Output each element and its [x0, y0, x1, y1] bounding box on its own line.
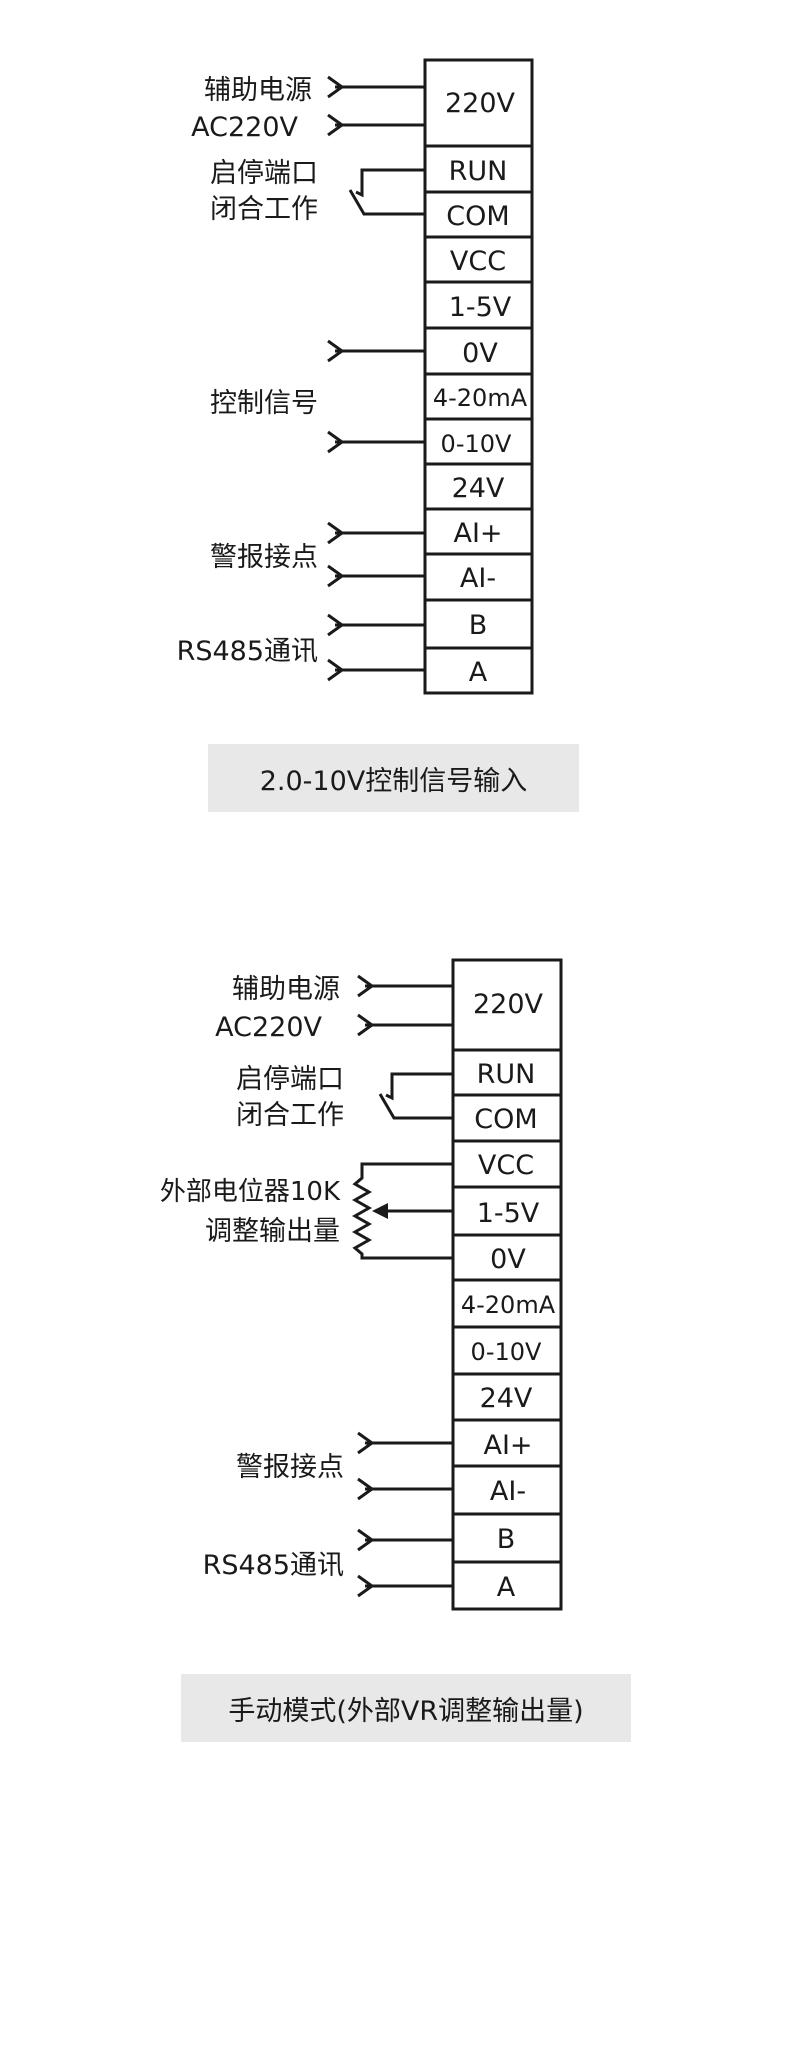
rs485-label: RS485通讯 — [203, 1550, 344, 1581]
chevron-icon — [327, 564, 345, 588]
terminal-label: 0V — [462, 338, 498, 369]
potentiometer-symbol — [351, 1162, 453, 1260]
terminal-label: A — [469, 657, 488, 688]
terminal-label: 4-20mA — [461, 1291, 556, 1319]
diagram1 — [327, 58, 534, 695]
terminal-label: AI- — [460, 563, 496, 594]
terminal-label: 24V — [480, 1383, 533, 1414]
terminal-label: VCC — [450, 246, 506, 277]
terminal-label: A — [497, 1572, 516, 1603]
terminal-label: 220V — [473, 989, 544, 1020]
chevron-icon — [357, 1528, 375, 1552]
start-stop-label: 启停端口 — [210, 158, 318, 189]
switch-symbol — [355, 168, 425, 198]
terminal-label: 24V — [452, 473, 505, 504]
alarm-contact-label: 警报接点 — [236, 1452, 344, 1483]
start-stop-label-2: 闭合工作 — [236, 1100, 344, 1131]
terminal-label: 0V — [490, 1244, 526, 1275]
chevron-icon — [357, 1477, 375, 1501]
terminal-label: 0-10V — [471, 1338, 542, 1366]
terminal-label: VCC — [478, 1150, 534, 1181]
chevron-icon — [327, 613, 345, 637]
chevron-icon — [327, 521, 345, 545]
terminal-label: RUN — [477, 1059, 536, 1090]
terminal-label: B — [469, 610, 488, 641]
aux-power-voltage-label: AC220V — [191, 112, 298, 143]
terminal-label: 220V — [445, 88, 516, 119]
chevron-icon — [357, 1431, 375, 1455]
potentiometer-label-2: 调整输出量 — [205, 1216, 340, 1247]
caption-manual-mode: 手动模式(外部VR调整输出量) — [181, 1674, 631, 1742]
aux-power-label: 辅助电源 — [232, 974, 340, 1005]
terminal-label: AI+ — [483, 1430, 532, 1461]
chevron-icon — [327, 339, 345, 363]
switch-symbol-2 — [378, 1093, 453, 1120]
terminal-label: AI+ — [453, 518, 502, 549]
rs485-label: RS485通讯 — [177, 636, 318, 667]
switch-symbol — [385, 1072, 453, 1101]
terminal-label: B — [497, 1524, 516, 1555]
terminal-label: 0-10V — [441, 430, 512, 458]
terminal-label: 1-5V — [449, 292, 512, 323]
alarm-contact-label: 警报接点 — [210, 542, 318, 573]
terminal-label: COM — [474, 1104, 537, 1135]
terminal-block — [423, 58, 534, 695]
control-signal-label: 控制信号 — [210, 388, 318, 419]
aux-power-voltage-label: AC220V — [215, 1012, 322, 1043]
start-stop-label: 启停端口 — [236, 1064, 344, 1095]
terminal-block — [451, 958, 563, 1611]
chevron-icon — [327, 430, 345, 454]
chevron-icon — [327, 113, 345, 137]
terminal-label: COM — [446, 201, 509, 232]
chevron-icon — [357, 974, 375, 998]
potentiometer-label: 外部电位器10K — [160, 1177, 341, 1207]
chevron-icon — [327, 658, 345, 682]
terminal-label: 1-5V — [477, 1198, 540, 1229]
chevron-icon — [357, 1013, 375, 1037]
caption-text: 手动模式(外部VR调整输出量) — [228, 1695, 584, 1727]
diagram2 — [351, 958, 563, 1611]
chevron-icon — [327, 75, 345, 99]
start-stop-label-2: 闭合工作 — [210, 194, 318, 225]
switch-symbol-2 — [348, 189, 425, 216]
terminal-label: 4-20mA — [433, 384, 528, 412]
aux-power-label: 辅助电源 — [204, 75, 312, 106]
terminal-label: RUN — [449, 156, 508, 187]
wiper-arrow-icon — [372, 1203, 388, 1219]
caption-text: 2.0-10V控制信号输入 — [259, 765, 528, 797]
terminal-label: AI- — [490, 1476, 526, 1507]
chevron-icon — [357, 1574, 375, 1598]
caption-control-signal-input: 2.0-10V控制信号输入 — [208, 744, 579, 812]
